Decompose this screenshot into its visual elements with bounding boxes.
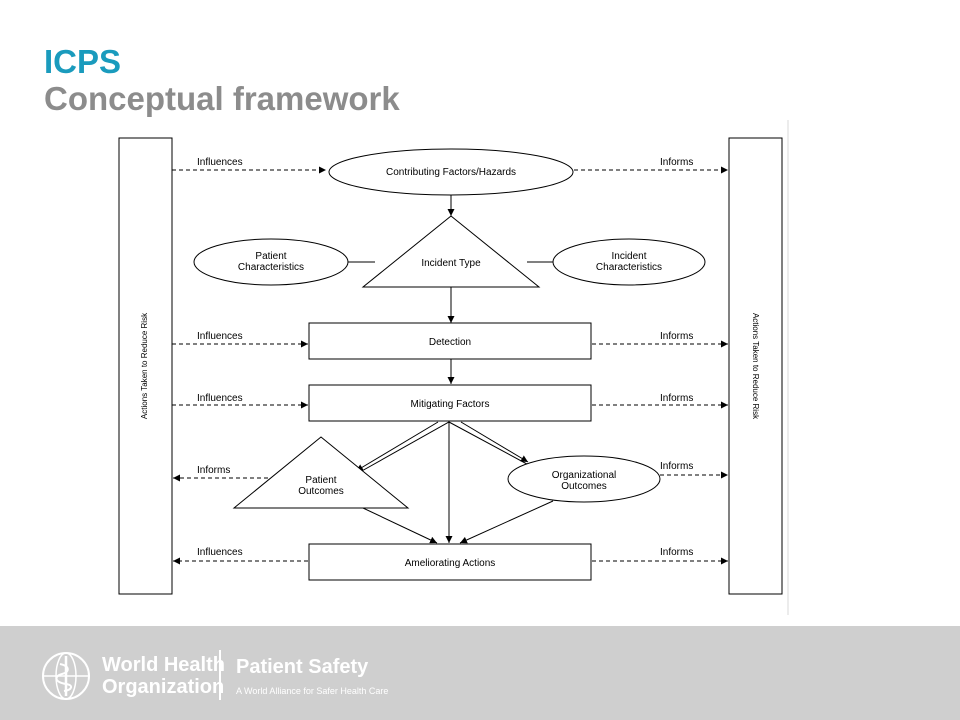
svg-text:Contributing Factors/Hazards: Contributing Factors/Hazards (386, 167, 516, 178)
node-incident-characteristics: Incident Characteristics (552, 238, 706, 286)
node-mitigating-diamond (359, 421, 539, 473)
node-patient-outcomes: Patient Outcomes (232, 436, 410, 509)
node-mitigating-factors: Mitigating Factors (308, 384, 592, 422)
label-informs-4: Informs (197, 465, 230, 476)
node-patient-characteristics: Patient Characteristics (193, 238, 349, 286)
node-organizational-outcomes: Organizational Outcomes (507, 455, 661, 503)
org-name-line2: Organization (102, 676, 225, 698)
edge-mitigating-to-org-outcomes (460, 421, 529, 463)
node-incident-type: Incident Type (361, 215, 541, 288)
label-informs-3: Informs (660, 393, 693, 404)
svg-text:Incident Type: Incident Type (421, 258, 481, 269)
edge-org-outcomes-to-ameliorating (459, 500, 554, 544)
node-detection: Detection (308, 322, 592, 360)
svg-text:Mitigating Factors: Mitigating Factors (411, 399, 490, 410)
svg-text:Ameliorating Actions: Ameliorating Actions (405, 558, 496, 569)
svg-text:Characteristics: Characteristics (238, 262, 304, 273)
org-name: World Health Organization (102, 654, 225, 698)
edge-mitigating-to-patient-outcomes (355, 421, 439, 472)
framework-diagram: Actions Taken to Reduce Risk Actions Tak… (118, 120, 789, 615)
label-informs-2: Informs (660, 331, 693, 342)
page-subtitle: Conceptual framework (44, 80, 400, 117)
footer-divider (219, 650, 221, 700)
label-informs-6: Informs (660, 547, 693, 558)
right-side-label: Actions Taken to Reduce Risk (751, 313, 760, 420)
node-ameliorating-actions: Ameliorating Actions (308, 543, 592, 581)
label-influences-4: Influences (197, 547, 243, 558)
footer-bar: World Health Organization Patient Safety… (0, 626, 960, 720)
title-block: ICPS Conceptual framework (44, 44, 400, 118)
program-name: Patient Safety (236, 656, 369, 678)
svg-text:Detection: Detection (429, 337, 471, 348)
label-informs-5: Informs (660, 461, 693, 472)
who-emblem-icon (42, 652, 90, 700)
program-tagline: A World Alliance for Safer Health Care (236, 686, 389, 696)
label-informs-1: Informs (660, 157, 693, 168)
svg-text:Outcomes: Outcomes (298, 486, 344, 497)
svg-text:Patient: Patient (305, 475, 336, 486)
svg-text:Patient: Patient (255, 251, 286, 262)
svg-text:Organizational: Organizational (552, 470, 616, 481)
org-name-line1: World Health (102, 654, 225, 676)
left-side-bar (118, 137, 173, 595)
edge-patient-outcomes-to-ameliorating (362, 507, 438, 544)
page-title: ICPS (44, 43, 122, 80)
left-side-label: Actions Taken to Reduce Risk (140, 312, 149, 419)
svg-text:Incident: Incident (611, 251, 646, 262)
svg-text:Characteristics: Characteristics (596, 262, 662, 273)
right-side-bar (728, 137, 783, 595)
svg-text:Outcomes: Outcomes (561, 481, 607, 492)
label-influences-3: Influences (197, 393, 243, 404)
node-contributing-factors: Contributing Factors/Hazards (328, 148, 574, 196)
label-influences-2: Influences (197, 331, 243, 342)
label-influences-1: Influences (197, 157, 243, 168)
